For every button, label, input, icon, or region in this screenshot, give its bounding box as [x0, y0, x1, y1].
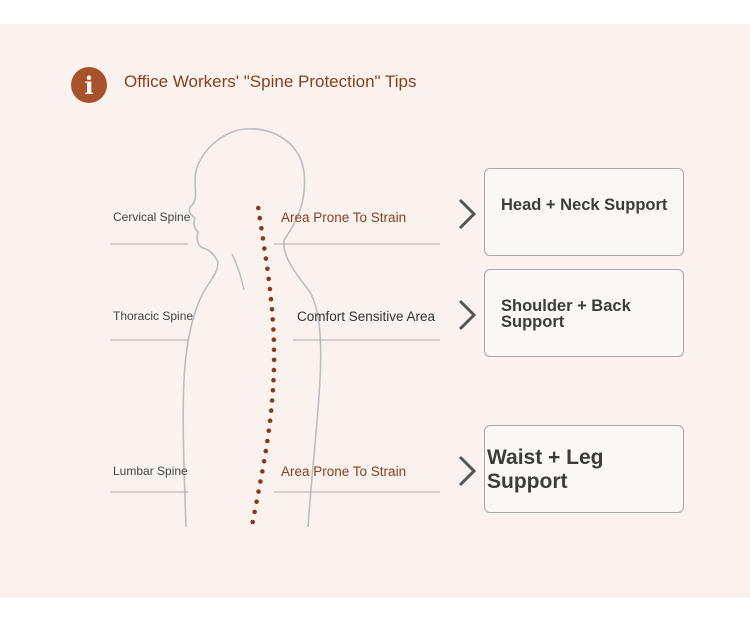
- spine-dot: [271, 327, 276, 332]
- info-icon: i: [71, 67, 107, 103]
- card-label: Shoulder + Back Support: [501, 297, 631, 331]
- spine-dot: [257, 215, 263, 221]
- spine-dot: [263, 448, 269, 454]
- spine-dot: [270, 317, 276, 322]
- spine-dot: [267, 286, 273, 292]
- spine-dot: [268, 296, 274, 302]
- spine-dot: [256, 489, 261, 494]
- chevron-right-icon: [458, 198, 477, 230]
- card-label: Waist + Leg Support: [487, 446, 604, 493]
- spine-dot: [250, 519, 255, 525]
- spine-dot: [266, 276, 272, 282]
- body-outline: [182, 128, 322, 528]
- spine-dot: [263, 256, 269, 261]
- spine-dot: [265, 438, 270, 444]
- spine-dots: [250, 205, 277, 525]
- shoulder-back-support-card: Shoulder + Back Support: [484, 269, 684, 357]
- waist-leg-support-card: Waist + Leg Support: [484, 425, 684, 513]
- spine-dot: [267, 418, 273, 424]
- spine-dot: [271, 367, 277, 373]
- thoracic-note: Comfort Sensitive Area: [297, 309, 436, 324]
- spine-dot: [262, 246, 267, 251]
- spine-dot: [271, 347, 277, 353]
- thoracic-spine-label: Thoracic Spine: [113, 309, 194, 323]
- lumbar-note: Area Prone To Strain: [281, 464, 407, 479]
- spine-dot: [271, 377, 276, 383]
- spine-dot: [268, 408, 274, 413]
- spine-dot: [261, 458, 267, 464]
- spine-dot: [252, 509, 257, 515]
- neck-line: [231, 253, 245, 291]
- page-title: Office Workers' "Spine Protection" Tips: [124, 72, 417, 91]
- spine-dot: [271, 337, 277, 343]
- spine-dot: [269, 398, 275, 403]
- cervical-spine-label: Cervical Spine: [113, 210, 191, 224]
- spine-dot: [260, 236, 266, 241]
- spine-dot: [255, 205, 261, 211]
- chevron-right-icon: [458, 299, 477, 331]
- cervical-note: Area Prone To Strain: [281, 210, 407, 225]
- card-label: Head + Neck Support: [501, 196, 668, 214]
- spine-dot: [260, 469, 265, 474]
- chevron-right-icon: [458, 455, 477, 487]
- spine-dot: [269, 307, 275, 312]
- spine-dot: [266, 428, 272, 434]
- head-neck-support-card: Head + Neck Support: [484, 168, 684, 256]
- lumbar-spine-label: Lumbar Spine: [113, 464, 188, 478]
- spine-dot: [258, 479, 263, 484]
- spine-dot: [259, 226, 264, 231]
- spine-dot: [271, 357, 277, 363]
- spine-dot: [270, 388, 276, 393]
- spine-dot: [265, 266, 270, 272]
- spine-dot: [254, 499, 259, 505]
